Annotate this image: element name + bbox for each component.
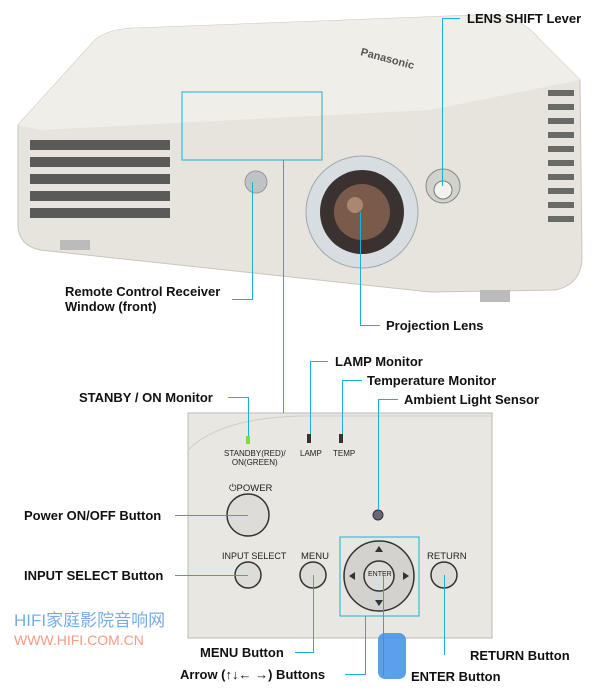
leader-line xyxy=(378,399,398,400)
leader-line xyxy=(295,652,314,653)
watermark-text: HIFI家庭影院音响网 xyxy=(14,611,166,630)
leader-line xyxy=(442,18,460,19)
temp-label: TEMP xyxy=(333,449,356,458)
enter-label: ENTER xyxy=(368,571,392,578)
leader-line xyxy=(342,380,343,434)
enter-button-callout: ENTER Button xyxy=(411,669,501,684)
temp-led xyxy=(339,434,343,443)
ambient-light-sensor xyxy=(372,509,384,521)
return-label: RETURN xyxy=(427,551,467,562)
leader-line xyxy=(232,299,253,300)
watermark-logo xyxy=(378,633,406,679)
leader-line xyxy=(444,575,445,655)
arrow-right-icon xyxy=(403,572,409,580)
input-select-label: INPUT SELECT xyxy=(222,551,287,561)
arrow-left-icon xyxy=(349,572,355,580)
standby-led xyxy=(246,436,250,444)
temp-monitor-callout: Temperature Monitor xyxy=(367,373,497,388)
leader-line xyxy=(310,361,328,362)
leader-line xyxy=(283,160,284,413)
remote-receiver-window xyxy=(244,170,268,194)
projection-lens-glass xyxy=(334,184,390,240)
standby-label: STANDBY(RED)/ON(GREEN) xyxy=(224,449,286,467)
leader-line xyxy=(175,575,248,576)
leader-line xyxy=(175,515,248,516)
leader-line xyxy=(313,575,314,652)
leader-line xyxy=(365,616,366,674)
control-panel xyxy=(187,412,493,639)
lamp-monitor-callout: LAMP Monitor xyxy=(335,354,423,369)
lamp-label: LAMP xyxy=(300,449,322,458)
arrow-buttons-callout: Arrow (↑↓← →) Buttons xyxy=(180,667,326,682)
leader-line xyxy=(442,18,443,186)
leader-line xyxy=(342,380,362,381)
control-panel-highlight xyxy=(181,91,323,161)
arrow-down-icon xyxy=(375,600,383,606)
projector-top xyxy=(18,14,580,130)
leader-line xyxy=(310,361,311,434)
projection-lens-callout: Projection Lens xyxy=(386,318,484,333)
side-vent xyxy=(548,90,574,222)
leader-line xyxy=(360,212,361,325)
leader-line xyxy=(360,325,380,326)
lens-shift-lever xyxy=(433,180,453,200)
power-button-callout: Power ON/OFF Button xyxy=(24,508,162,523)
leader-line xyxy=(378,399,379,510)
return-button-callout: RETURN Button xyxy=(470,648,570,663)
leader-line xyxy=(345,674,366,675)
leader-line xyxy=(383,576,384,676)
vent-grille xyxy=(30,140,170,218)
ambient-sensor-callout: Ambient Light Sensor xyxy=(404,392,540,407)
arrow-up-icon xyxy=(375,546,383,552)
lamp-led xyxy=(307,434,311,443)
menu-button-callout: MENU Button xyxy=(200,645,284,660)
menu-label: MENU xyxy=(301,551,329,562)
lens-shift-callout: LENS SHIFT Lever xyxy=(467,11,582,26)
enter-button[interactable] xyxy=(363,560,395,592)
leader-line xyxy=(228,397,249,398)
power-label: ⏻POWER xyxy=(229,483,273,494)
leader-line xyxy=(252,182,253,300)
watermark-url: WWW.HIFI.COM.CN xyxy=(14,632,144,648)
arrow-buttons-highlight xyxy=(339,536,420,617)
leader-line xyxy=(248,397,249,436)
input-select-callout: INPUT SELECT Button xyxy=(24,568,164,583)
standby-monitor-callout: STANBY / ON Monitor xyxy=(79,390,213,405)
